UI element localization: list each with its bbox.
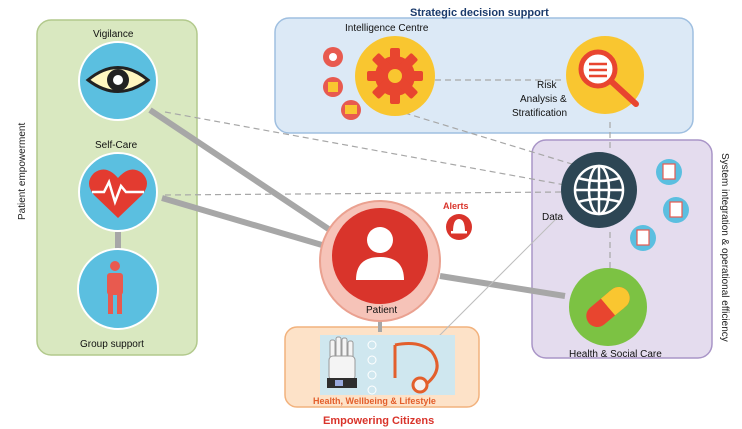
heart-pulse-icon — [89, 169, 147, 218]
vigilance-node[interactable] — [78, 41, 158, 121]
patient-empowerment-label: Patient empowerment — [17, 123, 28, 220]
strategic-title: Strategic decision support — [410, 7, 549, 19]
gear-icon — [367, 48, 423, 104]
alerts-label: Alerts — [443, 201, 469, 211]
alerts-node[interactable] — [446, 214, 472, 240]
risk-label-line1: Risk — [537, 80, 557, 91]
citizens-illustration — [320, 335, 455, 395]
eye-icon — [85, 66, 151, 93]
group-support-label: Group support — [80, 339, 144, 350]
vigilance-label: Vigilance — [93, 29, 134, 40]
patient-label: Patient — [366, 305, 397, 316]
risk-label-line2: Analysis & — [520, 94, 567, 105]
intelligence-centre-node[interactable] — [355, 36, 435, 116]
health-social-care-node[interactable] — [569, 268, 647, 346]
hand-icon — [328, 336, 356, 381]
data-node[interactable] — [561, 152, 637, 228]
patient-node[interactable] — [319, 200, 441, 322]
risk-label-line3: Stratification — [512, 108, 567, 119]
data-side-icons — [630, 159, 689, 251]
connectors — [115, 79, 611, 346]
risk-analysis-node[interactable] — [566, 36, 644, 114]
globe-icon — [573, 164, 625, 216]
intelligence-centre-label: Intelligence Centre — [345, 23, 429, 34]
stethoscope-icon — [393, 342, 439, 394]
intelligence-side-icons — [323, 47, 361, 120]
data-label: Data — [542, 212, 564, 223]
magnifier-icon — [578, 49, 639, 107]
health-social-care-label: Health & Social Care — [569, 349, 662, 360]
system-integration-label: System integration & operational efficie… — [719, 153, 730, 342]
person-icon — [107, 261, 123, 314]
self-care-label: Self-Care — [95, 140, 138, 151]
health-wellbeing-label: Health, Wellbeing & Lifestyle — [313, 396, 436, 406]
empowering-citizens-label: Empowering Citizens — [323, 415, 434, 427]
pill-icon — [586, 287, 630, 327]
group-support-node[interactable] — [77, 248, 159, 330]
bell-icon — [451, 219, 467, 234]
self-care-node[interactable] — [78, 152, 158, 232]
user-icon — [356, 227, 404, 280]
